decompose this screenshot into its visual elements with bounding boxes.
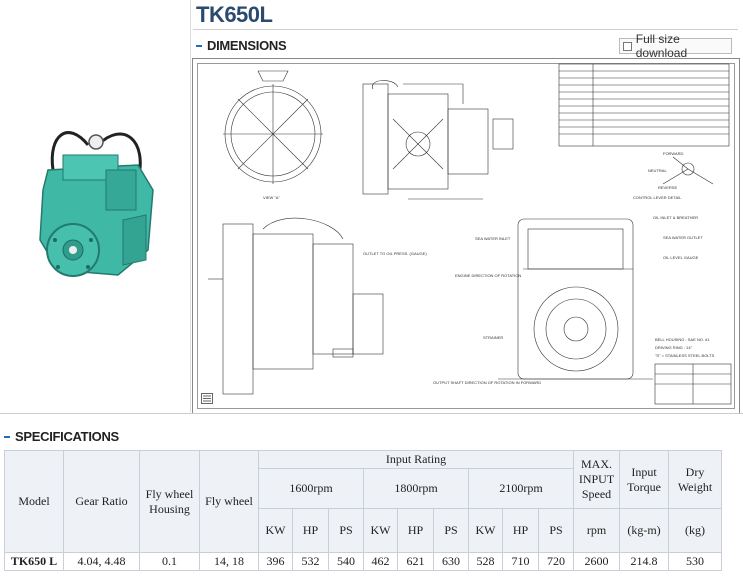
header-weight-unit: (kg) — [668, 508, 722, 553]
header-ps: PS — [433, 508, 469, 553]
dimensions-drawing: VIEW "A" — [192, 58, 740, 414]
sea-water-outlet-label: SEA WATER OUTLET — [663, 235, 703, 240]
dimensions-heading: DIMENSIONS — [207, 38, 287, 53]
title-divider — [193, 29, 738, 30]
specifications-table: Model Gear Ratio Fly wheel Housing Fly w… — [4, 450, 722, 571]
side-view-bottom-drawing: OUTLET TO OIL PRESS. (GAUGE) — [208, 217, 427, 395]
oil-inlet-breather-label: OIL INLET & BREATHER — [653, 215, 698, 220]
gearbox-product-image — [39, 131, 154, 277]
header-kw: KW — [363, 508, 398, 553]
cell-model: TK650 L — [4, 552, 64, 571]
header-max-input-speed: MAX. INPUT Speed — [573, 450, 620, 509]
drawing-border — [197, 63, 735, 409]
header-1600rpm: 1600rpm — [258, 468, 364, 509]
output-shaft-label: OUTPUT SHAFT DIRECTION OF ROTATION IN FO… — [433, 380, 541, 385]
window-icon — [623, 41, 632, 51]
drawing-title-block — [654, 363, 732, 405]
cell-kw-1800: 462 — [363, 552, 398, 571]
cell-fly-wheel: 14, 18 — [199, 552, 259, 571]
section-marker — [4, 436, 10, 438]
cell-torque: 214.8 — [619, 552, 669, 571]
full-size-download-button[interactable]: Full size download — [619, 32, 732, 60]
header-kw: KW — [258, 508, 293, 553]
neutral-label: NEUTRAL — [648, 168, 667, 173]
cell-ps-2100: 720 — [538, 552, 574, 571]
header-hp: HP — [292, 508, 329, 553]
page-title: TK650L — [196, 2, 273, 27]
cell-hp-1600: 532 — [292, 552, 329, 571]
list-icon[interactable] — [201, 393, 213, 404]
cell-weight: 530 — [668, 552, 722, 571]
engineering-drawing: VIEW "A" — [208, 63, 732, 405]
cell-hp-1800: 621 — [397, 552, 434, 571]
cell-kw-1600: 396 — [258, 552, 293, 571]
header-kw: KW — [468, 508, 503, 553]
section-marker — [196, 45, 202, 47]
control-lever-detail: FORWARD NEUTRAL REVERSE CONTROL LEVER DE… — [633, 151, 714, 200]
side-view-top-drawing — [362, 80, 514, 200]
header-hp: HP — [502, 508, 539, 553]
front-view-drawing: SEA WATER INLET SEA WATER OUTLET OIL INL… — [433, 215, 715, 385]
header-fly-wheel-housing: Fly wheel Housing — [139, 450, 200, 553]
header-hp: HP — [397, 508, 434, 553]
full-size-download-label: Full size download — [635, 32, 688, 60]
cell-max-speed: 2600 — [573, 552, 620, 571]
outlet-oil-press-label: OUTLET TO OIL PRESS. (GAUGE) — [363, 251, 427, 256]
cell-kw-2100: 528 — [468, 552, 503, 571]
view-a-flange-drawing: VIEW "A" — [223, 70, 323, 200]
product-photo-panel — [0, 0, 191, 412]
bell-housing-label: BELL HOUSING : SAE NO. #1 — [655, 337, 710, 342]
view-a-label: VIEW "A" — [263, 195, 280, 200]
reverse-label: REVERSE — [658, 185, 677, 190]
drawing-spec-table — [558, 63, 730, 147]
header-ps: PS — [538, 508, 574, 553]
control-lever-label: CONTROL LEVER DETAIL — [633, 195, 682, 200]
forward-label: FORWARD — [663, 151, 684, 156]
cell-hp-2100: 710 — [502, 552, 539, 571]
header-2100rpm: 2100rpm — [468, 468, 574, 509]
header-1800rpm: 1800rpm — [363, 468, 469, 509]
engine-direction-label: ENGINE DIRECTION OF ROTATION — [455, 273, 521, 278]
header-model: Model — [4, 450, 64, 553]
specifications-heading: SPECIFICATIONS — [15, 429, 119, 444]
header-fly-wheel: Fly wheel — [199, 450, 259, 553]
driving-ring-label: DRIVING RING : 14" — [655, 345, 693, 350]
cell-ps-1600: 540 — [328, 552, 364, 571]
header-input-torque: Input Torque — [619, 450, 669, 509]
header-torque-unit: (kg-m) — [619, 508, 669, 553]
header-ps: PS — [328, 508, 364, 553]
section-divider — [0, 413, 743, 414]
cell-fly-wheel-housing: 0.1 — [139, 552, 200, 571]
header-dry-weight: Dry Weight — [668, 450, 722, 509]
sea-water-inlet-label: SEA WATER INLET — [475, 236, 511, 241]
strainer-label: STRAINER — [483, 335, 503, 340]
bolts-label: "S" = STAINLESS STEEL BOLTS — [655, 353, 715, 358]
header-gear-ratio: Gear Ratio — [63, 450, 140, 553]
cell-ps-1800: 630 — [433, 552, 469, 571]
cell-gear-ratio: 4.04, 4.48 — [63, 552, 140, 571]
oil-level-gauge-label: OIL LEVEL GAUGE — [663, 255, 699, 260]
table-row: TK650 L 4.04, 4.48 0.1 14, 18 396 532 54… — [4, 552, 722, 571]
header-rpm-unit: rpm — [573, 508, 620, 553]
header-input-rating: Input Rating — [258, 450, 574, 469]
